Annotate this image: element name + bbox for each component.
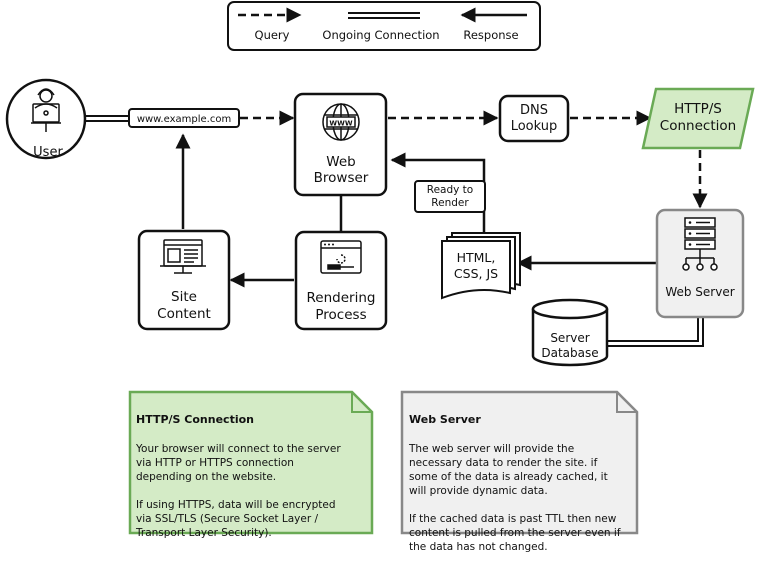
site-content-icon [160,239,206,274]
site-content-node: Site Content [137,229,231,331]
web-server-note-frame [400,390,639,535]
https-connection-label-line1: HTTP/S [674,101,722,117]
web-server-note-body: The web server will provide the necessar… [409,443,621,553]
url-box[interactable]: www.example.com [128,108,240,128]
server-rack-icon [682,217,718,271]
server-database-node: Server Database [531,298,609,367]
user-circle [5,78,87,160]
web-server-note-title: Web Server [409,413,481,426]
document-front [441,240,511,300]
documents-label-line1: HTML, [457,250,496,265]
site-content-box [137,229,231,331]
web-browser-node: WWW Web Browser [293,92,388,197]
documents-label-line2: CSS, JS [454,266,498,281]
url-box-frame [128,108,240,128]
ready-to-render-label-line2: Render [431,197,469,209]
https-connection-note: HTTP/S Connection Your browser will conn… [136,399,358,554]
ready-to-render-label-line1: Ready to [427,184,473,196]
site-content-label-line2: Content [157,306,211,322]
connectors [83,110,708,347]
https-connection-shape [641,87,755,150]
server-db-connection-inner [606,318,704,347]
https-note-body: Your browser will connect to the server … [136,443,341,539]
web-browser-box [293,92,388,197]
dns-lookup-label-line1: DNS [520,103,548,118]
rendering-process-label-line2: Process [315,307,366,323]
legend-query-label: Query [255,28,290,42]
user-node: User [5,78,87,160]
url-text: www.example.com [137,114,231,125]
loading-window-icon [320,240,362,274]
globe-www-icon [322,103,360,141]
dns-lookup-label-line2: Lookup [511,119,558,134]
https-connection-node: HTTP/S Connection [641,87,755,150]
legend-box [227,1,541,51]
server-db-connection-outer [606,318,699,342]
legend: Query Ongoing Connection Response [227,1,541,51]
ready-to-render-box [414,180,486,213]
web-browser-label-line2: Browser [314,170,369,186]
legend-response-label: Response [463,28,518,42]
www-icon-text: WWW [329,120,352,128]
https-note-frame [128,390,374,535]
user-label: User [33,145,63,160]
web-server-node: Web Server [655,208,745,319]
user-icon [31,88,61,132]
database-label-line2: Database [541,346,598,360]
https-note-title: HTTP/S Connection [136,413,254,426]
database-cylinder-body [531,309,609,367]
web-request-diagram: Query Ongoing Connection Response User [5,1,755,535]
web-server-note: Web Server The web server will provide t… [409,399,635,568]
rendering-process-label-line1: Rendering [307,290,376,306]
database-label-line1: Server [550,331,589,345]
https-connection-label-line2: Connection [660,118,736,134]
rendering-process-node: Rendering Process [294,230,388,331]
web-browser-label-line1: Web [326,154,355,170]
ready-to-render-node: Ready to Render [414,180,486,213]
dns-lookup-box [498,94,570,143]
rendering-process-box [294,230,388,331]
site-content-label-line1: Site [171,289,197,305]
database-cylinder-top [531,298,609,320]
dns-lookup-node: DNS Lookup [498,94,570,143]
legend-ongoing-label: Ongoing Connection [322,28,439,42]
web-server-label: Web Server [665,285,734,299]
documents-node: HTML, CSS, JS [441,232,521,300]
